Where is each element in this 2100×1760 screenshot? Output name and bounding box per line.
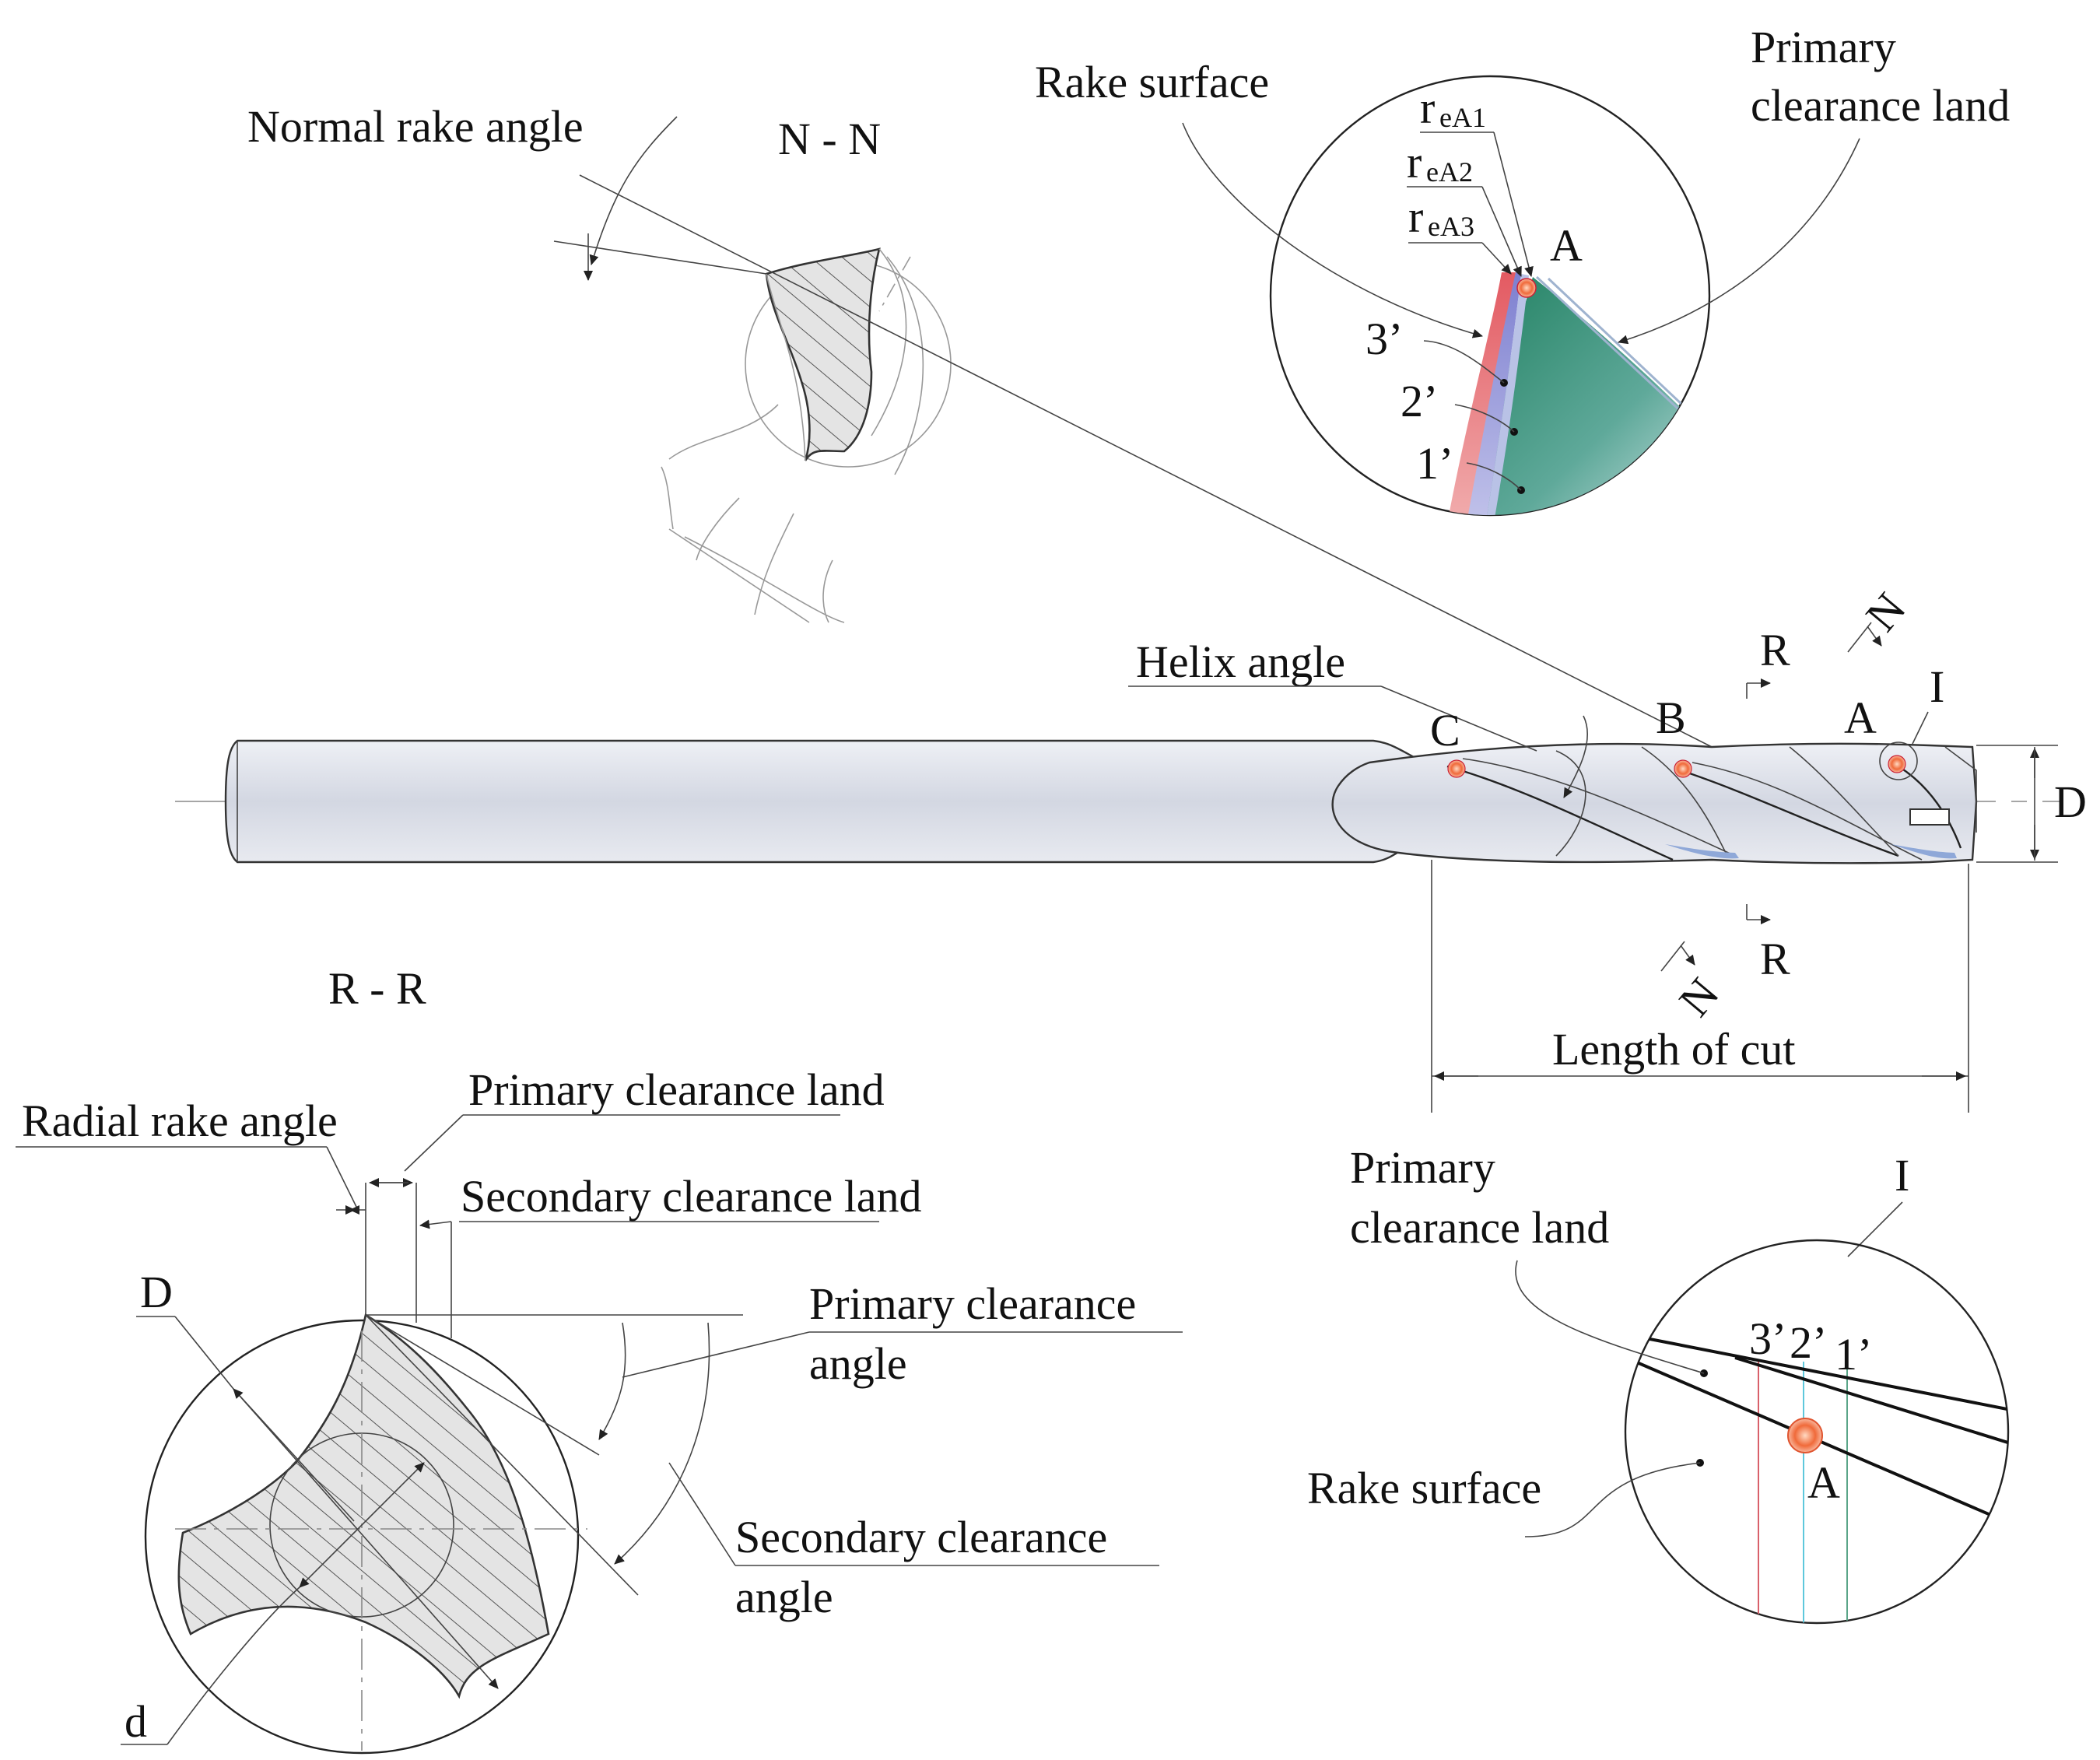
length-of-cut-dimension: Length of cut (1431, 860, 1969, 1113)
normal-rake-angle-label: Normal rake angle (247, 101, 584, 152)
edge-1-label: 1’ (1416, 438, 1453, 489)
rr-core-d-label: d (124, 1696, 147, 1747)
detail-point-a-marker (1787, 1418, 1823, 1453)
tool-shank (224, 739, 1433, 864)
edge-3-label: 3’ (1366, 314, 1403, 364)
point-b-label: B (1656, 692, 1686, 743)
rr-diameter-D-label: D (140, 1267, 173, 1317)
end-mill-side-view (175, 739, 2062, 864)
detail-2-label: 2’ (1790, 1317, 1827, 1368)
section-rr-title: R - R (328, 963, 426, 1014)
section-nn-title: N - N (778, 114, 881, 164)
diameter-dimension: D (1976, 745, 2087, 863)
detail-1-label: 1’ (1835, 1329, 1872, 1380)
point-a-label: A (1844, 692, 1877, 743)
section-nn: N - N (661, 114, 952, 623)
primary-clearance-land-top-line1: Primary (1751, 22, 1896, 72)
section-rr-outer-circle (144, 1319, 580, 1755)
point-a-marker-main (1888, 755, 1906, 773)
tool-flutes (1331, 742, 1978, 864)
svg-text:R: R (1760, 625, 1790, 675)
detail-edge-mid (1734, 1356, 2008, 1449)
point-a-marker (1516, 278, 1537, 298)
section-nn-hatched-tooth (765, 247, 881, 461)
point-b-marker (1674, 759, 1692, 778)
primary-clearance-angle-label-line2: angle (809, 1338, 907, 1389)
svg-text:eA1: eA1 (1439, 102, 1486, 133)
length-of-cut-label: Length of cut (1552, 1024, 1795, 1075)
svg-text:r: r (1407, 137, 1422, 188)
detail-i-circle-marker (1879, 742, 1918, 780)
svg-text:eA3: eA3 (1428, 211, 1474, 242)
section-rr (144, 1313, 587, 1755)
edge-radius-callouts: r eA1 r eA2 r eA3 (1407, 82, 1534, 277)
svg-text:N: N (1669, 968, 1729, 1025)
detail-primary-label-line1: Primary (1350, 1142, 1495, 1193)
svg-text:r: r (1408, 191, 1423, 242)
detail-rake-surface-label: Rake surface (1307, 1463, 1541, 1513)
detail-a-label: A (1807, 1457, 1840, 1508)
primary-clearance-land-top-line2: clearance land (1751, 80, 2010, 131)
point-c-marker (1447, 759, 1466, 778)
diameter-D-label: D (2054, 777, 2087, 827)
helix-angle-arc (1563, 715, 1588, 798)
svg-text:r: r (1420, 82, 1435, 133)
detail-edge-top (1625, 1333, 2008, 1414)
secondary-clearance-land-rr-label: Secondary clearance land (461, 1171, 922, 1222)
primary-clearance-angle-arc (598, 1322, 626, 1440)
secondary-clearance-angle-arc (614, 1322, 710, 1565)
land-band (1463, 272, 1521, 515)
point-c-label: C (1430, 705, 1460, 756)
cutting-edge-detail (1269, 75, 1711, 517)
detail-i-title: I (1895, 1150, 1909, 1201)
detail-primary-label-line2: clearance land (1350, 1202, 1609, 1253)
point-a-top-label: A (1550, 220, 1583, 271)
rake-surface-band (1443, 272, 1516, 515)
secondary-clearance-angle-label-line1: Secondary clearance (735, 1512, 1107, 1562)
detail-3-label: 3’ (1749, 1313, 1786, 1364)
primary-clearance-land-rr-label: Primary clearance land (468, 1064, 885, 1115)
edge-2-label: 2’ (1401, 376, 1438, 426)
detail-edge-bottom (1625, 1356, 2008, 1530)
secondary-clearance-angle-label-line2: angle (735, 1572, 833, 1622)
svg-text:R: R (1760, 934, 1790, 984)
radial-rake-angle-label: Radial rake angle (22, 1096, 338, 1146)
detail-i-label: I (1930, 661, 1944, 712)
svg-text:N: N (1856, 583, 1916, 640)
detail-i-circle (1624, 1239, 2010, 1625)
normal-rake-leader (579, 174, 1720, 752)
rake-surface-top-label: Rake surface (1035, 57, 1269, 107)
helix-angle-label: Helix angle (1136, 636, 1345, 687)
svg-text:eA2: eA2 (1426, 156, 1473, 188)
section-rr-hatched-profile (177, 1313, 550, 1699)
detail-i (1624, 1239, 2010, 1625)
section-r-markers: R R (1746, 625, 1790, 984)
normal-rake-angle-arc (589, 116, 678, 265)
primary-clearance-angle-label-line1: Primary clearance (809, 1278, 1136, 1329)
